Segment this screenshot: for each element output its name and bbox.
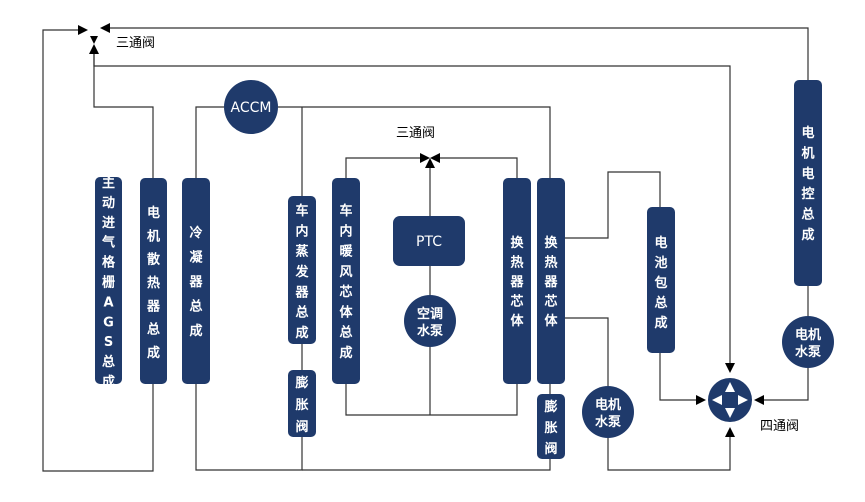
heat-exchanger-right-box (537, 178, 565, 384)
pipe-heater-loop (345, 157, 420, 178)
pipe-valve-to-4way (93, 52, 731, 367)
evaporator-label: 车内蒸发器总成 (294, 203, 309, 341)
expansion-valve-left-box (288, 370, 316, 437)
valve-3way-top-label: 三通阀 (116, 36, 155, 51)
arrow-up-into-valve (89, 44, 99, 54)
pipe-valve-to-hx (440, 157, 518, 178)
valve-4way-label: 四通阀 (760, 419, 799, 434)
pipe-battery-to-4way (659, 353, 700, 401)
pipe-pump-to-4way (607, 432, 731, 471)
pipe-hx-to-pump (565, 317, 609, 386)
round-nodes: ACCM PTC 空调水泵 电机水泵 电机水泵 (224, 80, 834, 438)
battery-pack-box (647, 207, 675, 353)
pipe-controller-to-valve (108, 27, 809, 80)
motor-radiator-box (140, 178, 167, 384)
expansion-valve-left-label: 膨胀阀 (294, 375, 308, 435)
pipe-accm-right (278, 106, 551, 178)
heater-core-box (332, 178, 360, 384)
motor-controller-box (794, 80, 822, 286)
motor-pump-right-label: 电机水泵 (795, 327, 821, 360)
pipe-rightpump-to-4way (762, 368, 809, 401)
pipe-heater-bottom (345, 384, 518, 416)
pipe-bottom-refrigerant (195, 384, 303, 471)
three-way-valve-mid: 三通阀 (396, 126, 440, 168)
valve-mid-left (420, 153, 430, 163)
ags-box (95, 177, 122, 384)
ptc-node (393, 216, 465, 266)
condenser-box (182, 178, 210, 384)
four-way-valve-left-notch (712, 395, 722, 405)
accm-node (224, 80, 278, 134)
arrow-right-into-valve (100, 23, 110, 33)
pipe-condenser-accm (195, 106, 224, 178)
valve-mid-right (430, 153, 440, 163)
three-way-valve-top: 三通阀 (90, 36, 155, 51)
heat-exchanger-right-label: 换热器芯体 (543, 235, 558, 329)
pipe-bottom-to-exp-right (302, 459, 551, 471)
heat-exchanger-left-box (503, 178, 531, 384)
four-way-valve-down-notch (725, 408, 735, 418)
arrow-into-4way-right (754, 395, 764, 405)
four-way-valve-body (708, 378, 752, 422)
pipe-hx-to-battery (565, 171, 661, 239)
arrow-into-4way-bottom (725, 427, 735, 437)
ac-pump-node (404, 295, 456, 347)
valve-3way-mid-label: 三通阀 (396, 126, 435, 141)
motor-radiator-label: 电机散热器总成 (146, 205, 161, 361)
arrow-into-4way-top (725, 363, 735, 373)
motor-pump-bottom-node (582, 386, 634, 438)
pipes (42, 27, 809, 472)
four-way-valve: 四通阀 (708, 378, 799, 434)
motor-controller-label: 电机电控总成 (801, 125, 814, 243)
four-way-valve-right-notch (738, 395, 748, 405)
pipe-radiator-to-valve (93, 52, 154, 180)
arrow-into-4way-left (696, 395, 706, 405)
heat-exchanger-left-label: 换热器芯体 (509, 235, 524, 329)
motor-pump-right-node (782, 316, 834, 368)
arrow-left-into-valve (78, 25, 88, 35)
valve-top-triangle (90, 36, 98, 44)
expansion-valve-right-label: 膨胀阀 (543, 399, 557, 457)
expansion-valve-right-box (537, 394, 565, 459)
ptc-label: PTC (416, 234, 442, 250)
four-way-valve-up-notch (725, 382, 735, 392)
valve-mid-down (425, 158, 435, 168)
motor-pump-bottom-label: 电机水泵 (595, 397, 621, 430)
arrows (78, 23, 764, 437)
condenser-label: 冷凝器总成 (188, 225, 203, 339)
battery-pack-label: 电池包总成 (654, 235, 667, 331)
pipe-outer-left-loop (42, 29, 154, 472)
accm-label: ACCM (231, 100, 272, 116)
ac-pump-label: 空调水泵 (417, 306, 443, 339)
evaporator-box (288, 196, 316, 344)
heater-core-label: 车内暖风芯体总成 (339, 203, 353, 361)
